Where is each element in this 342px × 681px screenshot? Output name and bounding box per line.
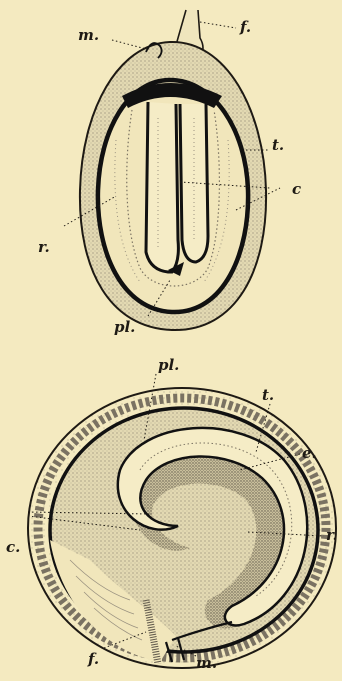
top-label-radicle: r. xyxy=(38,238,50,256)
top-label-plumule: pl. xyxy=(114,318,135,336)
bottom-label-endosperm: e. xyxy=(302,444,317,462)
bottom-label-funiculus: f. xyxy=(87,650,99,668)
top-label-cotyledons: c xyxy=(292,180,301,198)
top-label-funiculus: f. xyxy=(239,18,251,36)
bottom-label-radicle: r. xyxy=(326,526,338,544)
bottom-seed-figure: pl. t. e. c. r. f. m. xyxy=(6,356,338,672)
top-label-testa: t. xyxy=(272,136,284,154)
top-label-micropyle: m. xyxy=(78,26,99,44)
bottom-label-plumule: pl. xyxy=(158,356,179,374)
bottom-label-micropyle: m. xyxy=(196,654,217,672)
top-cotyledon-left xyxy=(146,102,178,272)
bottom-label-cotyledons: c. xyxy=(6,538,20,556)
bottom-label-testa: t. xyxy=(262,386,274,404)
top-seed-figure: m. f. t. c r. pl. xyxy=(38,10,301,336)
